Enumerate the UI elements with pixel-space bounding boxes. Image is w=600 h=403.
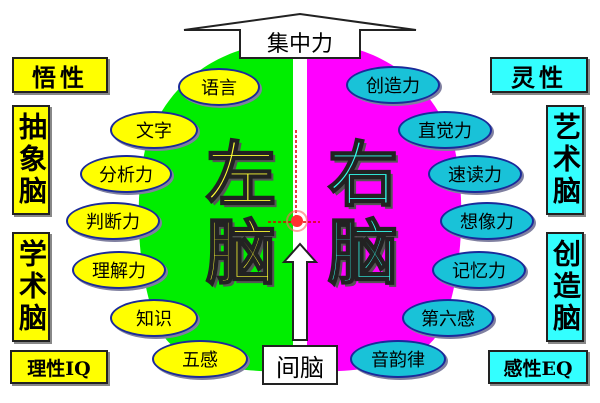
right-item-sixth-sense: 第六感 [402, 299, 494, 337]
right-brain-char-2: 脑 [327, 211, 399, 294]
focus-point [291, 215, 303, 227]
left-box-abstract-brain: 抽象脑 [12, 105, 50, 215]
right-box-art-brain: 艺术脑 [546, 105, 584, 215]
left-item-language: 语言 [178, 68, 260, 106]
up-arrow-icon [281, 242, 319, 341]
right-box-eq: 感性EQ [488, 350, 588, 384]
top-arrow-shape [183, 12, 417, 59]
right-item-creativity: 创造力 [346, 66, 440, 104]
left-brain-char-1: 左 [205, 133, 277, 216]
diencephalon-label: 间脑 [262, 345, 338, 385]
focus-glow [286, 210, 308, 232]
left-brain-char-2: 脑 [205, 211, 277, 294]
concentration-label: 集中力 [266, 32, 333, 57]
right-box-creative-brain: 创造脑 [546, 232, 584, 342]
left-item-knowledge: 知识 [110, 299, 198, 337]
left-item-analysis: 分析力 [80, 155, 172, 193]
right-item-speed-reading: 速读力 [428, 155, 522, 193]
left-item-five-senses: 五感 [152, 340, 248, 378]
left-box-wuxing: 悟性 [12, 57, 108, 93]
right-brain-char-1: 右 [327, 133, 399, 216]
right-item-imagination: 想像力 [440, 202, 534, 240]
right-item-intuition: 直觉力 [398, 111, 492, 149]
right-box-lingxing: 灵性 [490, 57, 588, 93]
right-item-memory: 记忆力 [432, 251, 526, 289]
right-item-rhythm: 音韵律 [350, 340, 446, 378]
left-item-understanding: 理解力 [72, 251, 166, 289]
left-item-writing: 文字 [110, 111, 198, 149]
left-box-iq: 理性IQ [10, 350, 108, 384]
left-item-judgment: 判断力 [66, 202, 160, 240]
left-box-academic-brain: 学术脑 [12, 232, 50, 342]
